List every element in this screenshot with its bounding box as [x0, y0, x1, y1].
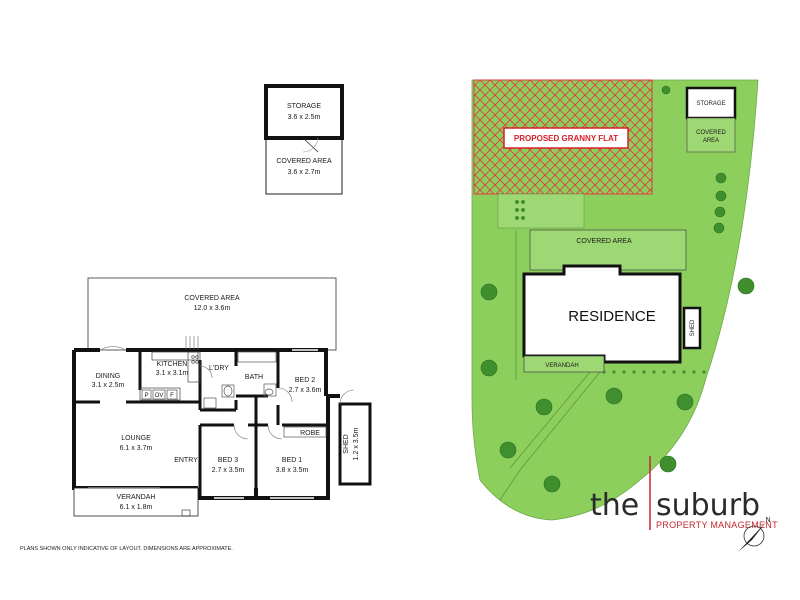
shed-dims: 1.2 x 3.5m: [353, 427, 360, 460]
brand-tagline: PROPERTY MANAGEMENT: [656, 520, 778, 530]
tree-icons: [480, 85, 755, 493]
bath-fixtures: [203, 351, 277, 409]
robe-outline: [283, 426, 327, 438]
oven-label: OV: [155, 393, 164, 399]
bed3-label: BED 3: [218, 457, 238, 464]
site-covered-small-label-1: COVERED: [696, 130, 726, 136]
north-arrow-icon: N: [738, 517, 771, 552]
disclaimer-text: PLANS SHOWN ONLY INDICATIVE OF LAYOUT. D…: [20, 546, 233, 552]
site-covered-small: [686, 117, 736, 153]
bed1-dims: 3.8 x 3.5m: [276, 467, 309, 474]
pantry-label: P: [144, 393, 148, 399]
site-verandah: [523, 355, 605, 373]
brand-word-suburb: suburb: [656, 488, 760, 523]
entry-label: ENTRY: [174, 457, 198, 464]
covered-area-dims: 12.0 x 3.6m: [194, 305, 231, 312]
robe-label: ROBE: [300, 430, 320, 437]
shed-outline: [338, 402, 372, 486]
site-plan: PROPOSED GRANNY FLAT STORAGE COVERED ARE…: [471, 79, 759, 521]
fridge-label: F: [170, 393, 174, 399]
bed3-dims: 2.7 x 3.5m: [212, 467, 245, 474]
storage-dims: 3.6 x 2.5m: [288, 114, 321, 121]
pantry-box: [141, 389, 152, 400]
shed-label: SHED: [343, 434, 350, 453]
site-shed-label: SHED: [690, 319, 696, 336]
site-covered-area-label: COVERED AREA: [576, 238, 632, 245]
rear-steps: [185, 336, 199, 350]
site-storage-label: STORAGE: [696, 101, 725, 107]
site-covered-small-label-2: AREA: [703, 138, 719, 144]
site-verandah-label: VERANDAH: [545, 363, 578, 369]
kitchen-dims: 3.1 x 3.1m: [156, 370, 189, 377]
door-swings: [99, 346, 293, 440]
storage-covered-dims: 3.6 x 2.7m: [288, 169, 321, 176]
storage-label: STORAGE: [287, 103, 321, 110]
fridge-box: [166, 389, 178, 400]
house-floor-plan: COVERED AREA 12.0 x 3.6m: [72, 277, 372, 517]
site-storage: [685, 86, 737, 120]
brand-logo: the suburb PROPERTY MANAGEMENT N: [590, 456, 778, 552]
bed1-label: BED 1: [282, 457, 302, 464]
granny-flat-label-box: [503, 127, 629, 149]
dining-label: DINING: [96, 373, 121, 380]
residence-label: RESIDENCE: [568, 308, 656, 325]
north-label: N: [765, 517, 770, 524]
oven-box: [152, 389, 166, 400]
site-shed: [682, 306, 702, 350]
storage-building-plan: STORAGE 3.6 x 2.5m COVERED AREA 3.6 x 2.…: [264, 84, 344, 195]
interior-walls: [74, 350, 328, 498]
verandah-dims: 6.1 x 1.8m: [120, 504, 153, 511]
bath-label: BATH: [245, 374, 263, 381]
verandah-label: VERANDAH: [117, 494, 156, 501]
bed2-label: BED 2: [295, 377, 315, 384]
kitchen-label: KITCHEN: [157, 361, 188, 368]
storage-covered-label: COVERED AREA: [276, 158, 332, 165]
lounge-label: LOUNGE: [121, 435, 151, 442]
lounge-dims: 6.1 x 3.7m: [120, 445, 153, 452]
dining-dims: 3.1 x 2.5m: [92, 382, 125, 389]
hedge-dots: [515, 200, 706, 374]
covered-area-outline: [87, 277, 337, 351]
covered-area-label: COVERED AREA: [184, 295, 240, 302]
laundry-label: L'DRY: [209, 365, 229, 372]
kitchen-benches: [139, 351, 201, 401]
verandah-outline: [73, 487, 199, 517]
brand-word-the: the: [590, 488, 639, 523]
bed2-dims: 2.7 x 3.6m: [289, 387, 322, 394]
site-covered-area: [529, 229, 687, 271]
granny-flat-label: PROPOSED GRANNY FLAT: [514, 134, 618, 143]
